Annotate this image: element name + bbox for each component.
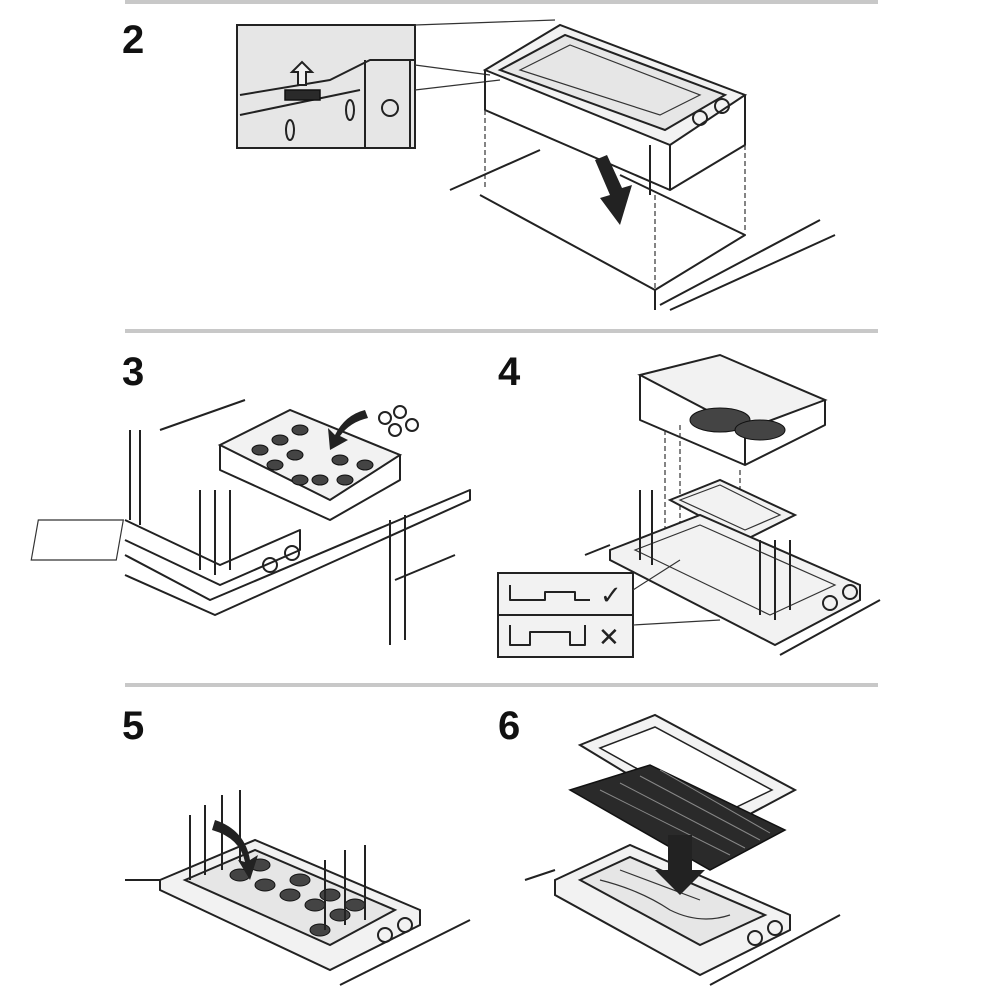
incorrect-fit-box	[497, 614, 634, 658]
step-number-6: 6	[498, 704, 521, 748]
lava-stones	[251, 424, 374, 486]
divider-bottom	[125, 683, 878, 687]
checkmark-icon: ✓	[600, 580, 622, 610]
cross-icon: ✕	[598, 622, 620, 652]
step-4-illustration: ✓ ✕	[497, 353, 881, 658]
correct-fit-box	[497, 572, 634, 616]
step-number-5: 5	[122, 704, 145, 748]
step-number-2: 2	[122, 18, 145, 62]
detail-inset	[236, 24, 416, 149]
divider-middle	[125, 329, 878, 333]
correct-incorrect-legend: ✓ ✕	[497, 559, 721, 658]
step-3-illustration	[30, 399, 471, 645]
divider-top	[125, 0, 878, 4]
step-number-3: 3	[122, 350, 145, 394]
grill-grate	[568, 764, 787, 871]
step-5-illustration	[125, 790, 471, 986]
step-number-4: 4	[498, 350, 521, 394]
step-2-illustration	[236, 19, 836, 311]
step-6-illustration	[524, 713, 841, 986]
